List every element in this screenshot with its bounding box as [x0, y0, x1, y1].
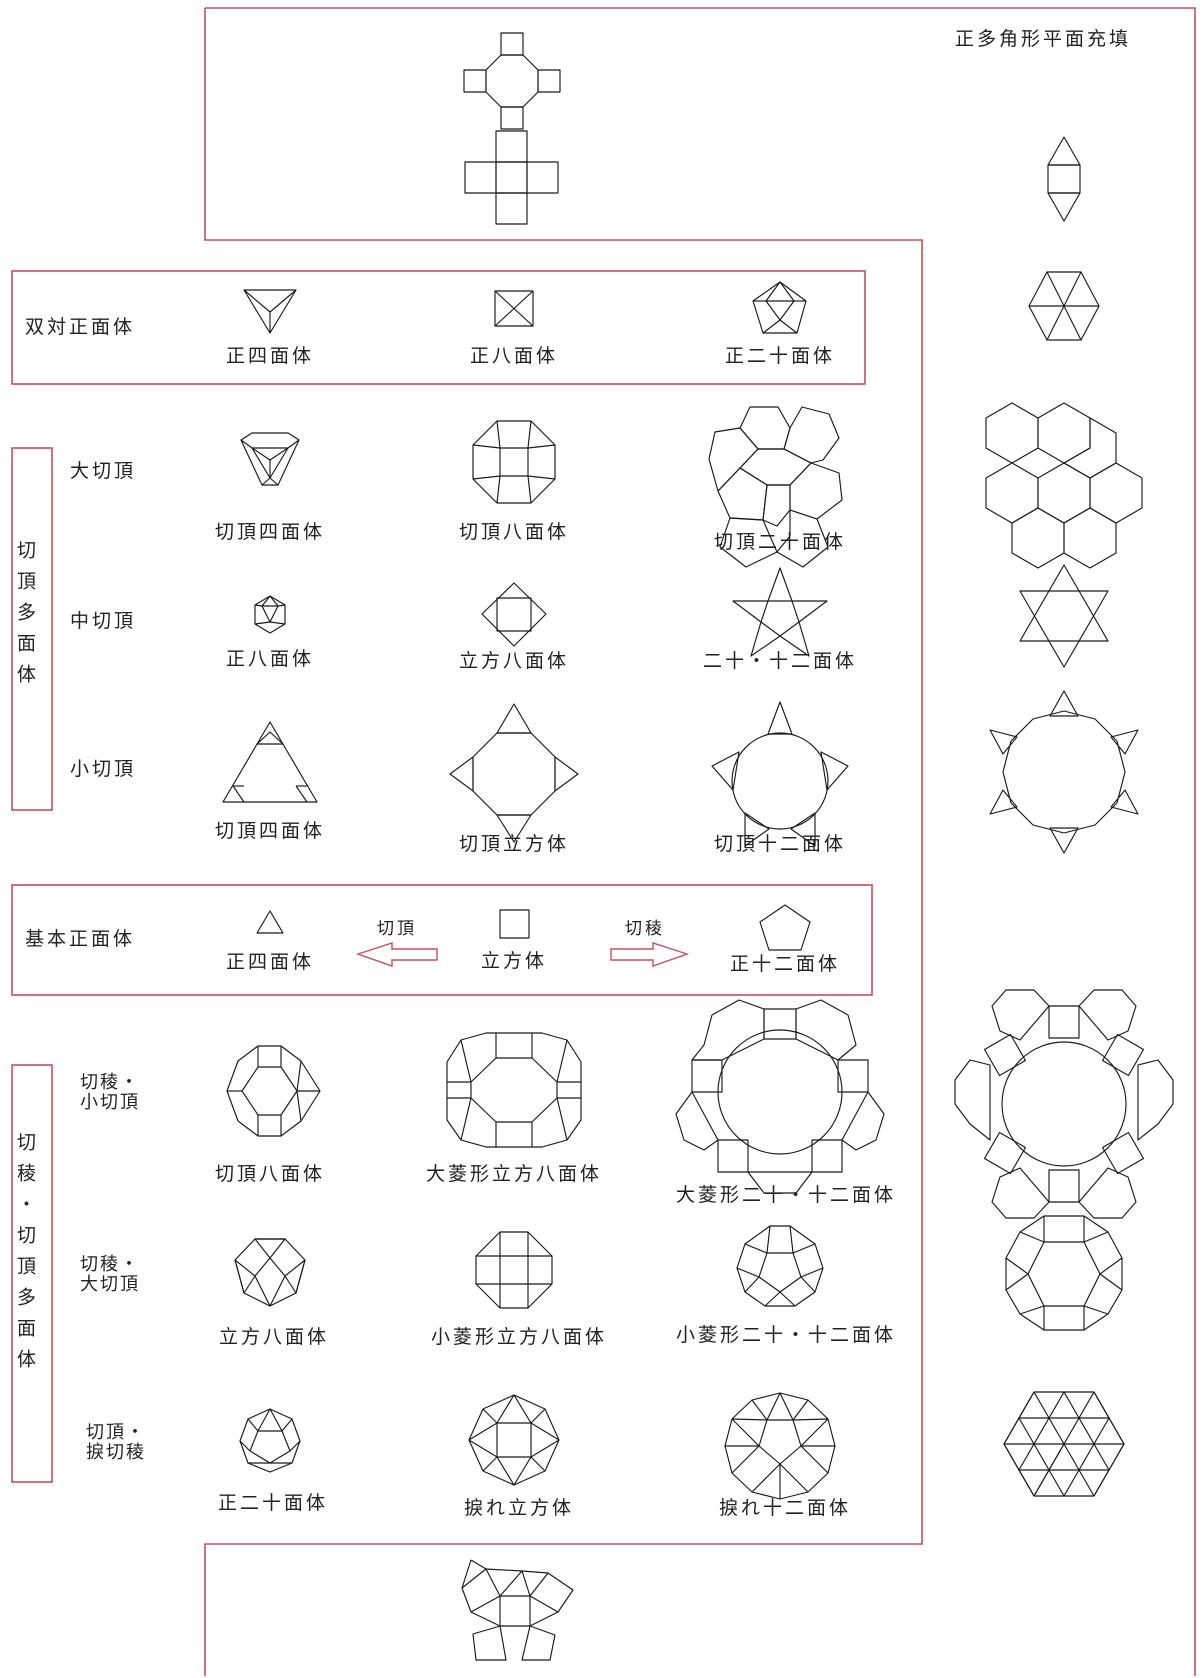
octahedron-icon [494, 290, 534, 327]
basic-cube-icon [499, 909, 530, 939]
tiling-hexagram [1019, 564, 1109, 668]
great-rhombicosidodecahedron-icon [675, 999, 885, 1194]
truncation-side-label: 切頂多面体 [14, 540, 36, 695]
arrow-right-shape [610, 942, 690, 967]
truncation-row-1-item-2: 切頂八面体 [458, 521, 570, 543]
cuboctahedron-icon [234, 1238, 306, 1307]
arrow-left-shape [355, 942, 438, 967]
basic-tetrahedron-icon [256, 910, 284, 934]
basic-row-heading: 基本正面体 [25, 928, 136, 950]
truncated-cube-net [463, 32, 561, 130]
cantellation-row-1-item-1: 切頂八面体 [214, 1163, 326, 1185]
truncated-tetrahedron-small-icon [222, 721, 318, 803]
dual-item-2: 正八面体 [469, 345, 559, 367]
cantellation-row-2-item-3: 小菱形二十・十二面体 [675, 1324, 897, 1346]
cantellation-row-3-item-3: 捩れ十二面体 [718, 1497, 852, 1519]
truncation-row-3-label: 小切頂 [70, 758, 137, 780]
tiling-hexagonal [985, 402, 1143, 569]
cantellation-row-3-label: 切頂・ 捩切稜 [86, 1422, 146, 1463]
cantellation-row-1-label: 切稜・ 小切頂 [80, 1072, 140, 1113]
truncation-row-1-item-3: 切頂二十面体 [713, 531, 847, 553]
truncation-row-1-item-1: 切頂四面体 [214, 521, 326, 543]
truncated-octahedron-icon [226, 1045, 321, 1137]
cantellation-side-frame [11, 1064, 53, 1483]
truncation-row-3-item-1: 切頂四面体 [214, 820, 326, 842]
basic-row-frame [11, 884, 873, 996]
cantellation-row-3-item-2: 捩れ立方体 [463, 1497, 575, 1519]
truncated-octahedron-large-icon [472, 420, 556, 504]
small-rhombicosidodecahedron-icon [736, 1225, 824, 1307]
truncation-side-frame [11, 447, 53, 811]
truncated-dodecahedron-small-icon [711, 701, 849, 847]
cantellation-row-3-item-1: 正二十面体 [217, 1492, 329, 1514]
icosahedron-snub-icon [239, 1408, 301, 1473]
icosidodecahedron-mid-icon [732, 567, 828, 657]
cantellation-side-label: 切稜・切頂多面体 [14, 1132, 36, 1380]
snub-dodecahedron-icon [724, 1392, 836, 1500]
dual-row-heading: 双対正面体 [25, 316, 136, 338]
truncated-cube-small-icon [449, 703, 579, 843]
snub-square-tiling-fragment [461, 1559, 574, 1661]
tiling-title: 正多角形平面充填 [955, 28, 1132, 50]
cantellation-row-2-item-2: 小菱形立方八面体 [430, 1326, 608, 1348]
truncation-row-3-item-2: 切頂立方体 [458, 833, 570, 855]
truncated-tetrahedron-large-icon [240, 432, 300, 486]
tiling-truncated-trihexagonal [954, 989, 1174, 1219]
frames [11, 7, 1196, 1676]
tetrahedron-icon [243, 289, 297, 334]
snub-cube-icon [468, 1394, 560, 1486]
great-rhombicuboctahedron-icon [446, 1032, 582, 1148]
cuboctahedron-mid-icon [481, 582, 547, 647]
icosahedron-icon [752, 281, 807, 334]
cantellation-row-2-label: 切稜・ 大切頂 [80, 1254, 140, 1295]
tiling-square-triangle-column [1047, 136, 1081, 222]
truncation-row-2-label: 中切頂 [70, 610, 137, 632]
dual-item-3: 正二十面体 [724, 345, 836, 367]
basic-center-label: 立方体 [480, 950, 548, 972]
arrow-right-label: 切稜 [625, 919, 665, 939]
cantellation-row-2-item-1: 立方八面体 [218, 1326, 330, 1348]
cantellation-row-1-item-2: 大菱形立方八面体 [425, 1163, 603, 1185]
truncation-row-2-item-1: 正八面体 [225, 648, 315, 670]
basic-dodecahedron-icon [759, 904, 811, 951]
truncation-row-3-item-3: 切頂十二面体 [713, 833, 847, 855]
basic-left-label: 正四面体 [225, 951, 315, 973]
truncation-row-2-item-3: 二十・十二面体 [702, 650, 858, 672]
dual-item-1: 正四面体 [225, 345, 315, 367]
tiling-dodecagon-triangles [989, 690, 1139, 854]
truncation-row-2-item-2: 立方八面体 [458, 650, 570, 672]
tiling-rhombitrihexagonal [1005, 1215, 1123, 1331]
outer-frame [204, 7, 1196, 1676]
octahedron-mid-icon [254, 595, 286, 634]
truncation-row-1-label: 大切頂 [70, 460, 137, 482]
truncated-icosahedron-large-icon [708, 406, 843, 568]
dual-row-frame [11, 270, 866, 385]
basic-right-label: 正十二面体 [729, 953, 841, 975]
cantellation-row-1-item-3: 大菱形二十・十二面体 [675, 1184, 897, 1206]
cube-net [464, 130, 559, 225]
tiling-triangular-hexagon [1028, 271, 1100, 341]
tiling-triangular-lattice-hexagon [1003, 1391, 1125, 1497]
arrow-left-label: 切頂 [377, 919, 417, 939]
small-rhombicuboctahedron-icon [475, 1231, 553, 1309]
